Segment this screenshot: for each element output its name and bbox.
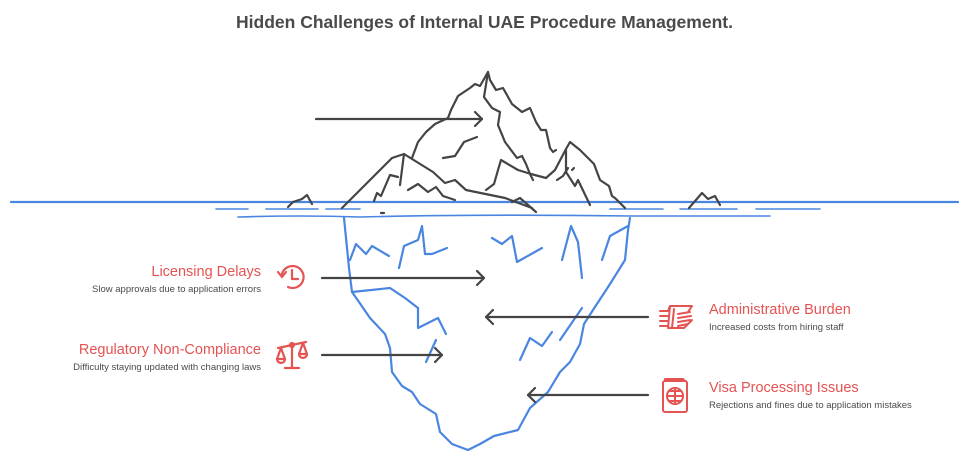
arrow-visa	[526, 386, 650, 404]
money-stack-icon	[659, 305, 693, 329]
arrow-administrative	[484, 308, 650, 326]
diagram-title: Hidden Challenges of Internal UAE Proced…	[236, 12, 733, 32]
passport-icon	[662, 378, 688, 413]
clock-history-icon	[276, 264, 305, 290]
challenge-description: Increased costs from hiring staff	[709, 322, 844, 333]
challenge-administrative-burden: Administrative Burden Increased costs fr…	[709, 302, 851, 333]
challenge-title: Licensing Delays	[151, 264, 261, 280]
challenge-title: Administrative Burden	[709, 302, 851, 318]
challenge-visa-processing-issues: Visa Processing Issues Rejections and fi…	[709, 380, 912, 411]
challenge-title: Visa Processing Issues	[709, 380, 859, 396]
arrow-regulatory	[320, 346, 444, 364]
arrow-tip	[314, 110, 484, 128]
challenge-description: Slow approvals due to application errors	[92, 284, 261, 295]
arrow-licensing	[320, 269, 486, 287]
challenge-description: Difficulty staying updated with changing…	[73, 362, 261, 373]
arrows	[314, 110, 650, 404]
challenge-title: Regulatory Non-Compliance	[78, 342, 261, 358]
challenge-regulatory-non-compliance: Regulatory Non-Compliance Difficulty sta…	[73, 342, 261, 373]
water-surface	[9, 200, 960, 218]
challenge-licensing-delays: Licensing Delays Slow approvals due to a…	[92, 264, 261, 295]
scales-icon	[275, 340, 309, 370]
iceberg-tip	[286, 70, 722, 215]
iceberg-underwater	[342, 216, 632, 452]
challenge-description: Rejections and fines due to application …	[709, 400, 912, 411]
